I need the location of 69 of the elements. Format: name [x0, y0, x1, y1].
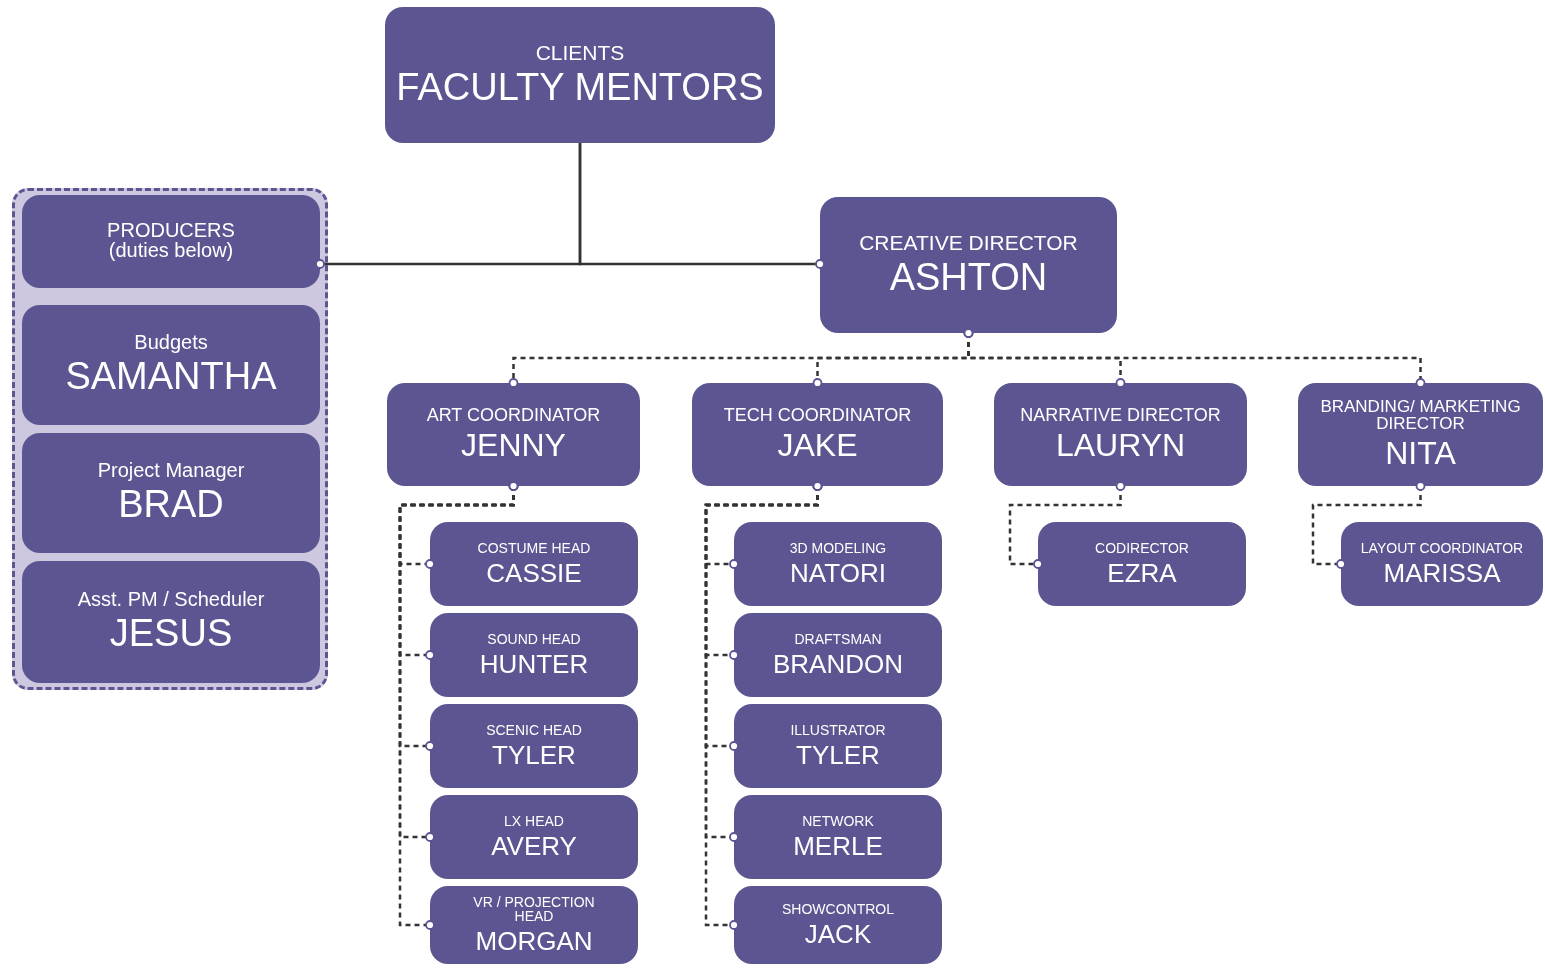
org-box	[430, 795, 638, 879]
connector-line	[1311, 481, 1426, 569]
org-box	[430, 886, 638, 964]
person-name: JACK	[804, 919, 872, 949]
role-title: NARRATIVE DIRECTOR	[1020, 405, 1221, 424]
role-title: LAYOUT COORDINATOR	[1360, 540, 1524, 555]
person-name: TYLER	[492, 740, 576, 770]
person-name: CASSIE	[486, 558, 582, 588]
person-name: NATORI	[790, 558, 886, 588]
person-name: NITA	[1385, 435, 1456, 472]
role-title: CLIENTS	[535, 41, 625, 63]
person-name: ASHTON	[889, 256, 1048, 299]
role-title: VR / PROJECTION HEAD	[472, 894, 596, 923]
role-title: SHOWCONTROL	[782, 901, 894, 916]
org-box	[385, 7, 775, 143]
role-title: CREATIVE DIRECTOR	[859, 231, 1078, 253]
person-name: MARISSA	[1383, 558, 1501, 588]
org-box	[430, 613, 638, 697]
person-name: FACULTY MENTORS	[396, 66, 764, 109]
dashed-group-frame	[12, 188, 328, 690]
org-box	[692, 383, 943, 486]
org-box	[430, 704, 638, 788]
role-title: LX HEAD	[504, 813, 564, 828]
org-box	[734, 795, 942, 879]
role-title: PRODUCERS (duties below)	[106, 219, 236, 260]
person-name: MORGAN	[475, 926, 593, 956]
role-title: NETWORK	[802, 813, 874, 828]
person-name: LAURYN	[1055, 427, 1186, 464]
role-title: DRAFTSMAN	[794, 631, 882, 646]
role-title: TECH COORDINATOR	[723, 405, 912, 424]
person-name: EZRA	[1107, 558, 1177, 588]
role-title: Budgets	[134, 332, 208, 353]
person-name: JENNY	[461, 427, 566, 464]
org-box	[1038, 522, 1246, 606]
role-title: Project Manager	[97, 460, 245, 481]
org-box	[734, 522, 942, 606]
role-title: ART COORDINATOR	[426, 405, 601, 424]
org-box	[387, 383, 640, 486]
connector-line	[1008, 481, 1126, 569]
person-name: SAMANTHA	[65, 356, 277, 398]
person-name: JESUS	[109, 613, 233, 655]
person-name: MERLE	[793, 831, 883, 861]
org-box	[22, 195, 320, 288]
org-box	[820, 197, 1117, 333]
role-title: COSTUME HEAD	[477, 540, 591, 555]
org-box	[22, 305, 320, 425]
org-box	[1341, 522, 1543, 606]
role-title: SCENIC HEAD	[486, 722, 582, 737]
role-title: BRANDING/ MARKETING DIRECTOR	[1319, 397, 1522, 432]
role-title: 3D MODELING	[789, 540, 887, 555]
person-name: BRAD	[118, 484, 224, 526]
connector-line	[578, 143, 825, 269]
org-box	[22, 561, 320, 683]
role-title: ILLUSTRATOR	[790, 722, 886, 737]
role-title: Asst. PM / Scheduler	[77, 589, 265, 610]
role-title: CODIRECTOR	[1095, 540, 1189, 555]
org-box	[734, 704, 942, 788]
person-name: BRANDON	[773, 649, 903, 679]
role-title: SOUND HEAD	[487, 631, 581, 646]
person-name: HUNTER	[479, 649, 589, 679]
org-box	[734, 886, 942, 964]
org-box	[22, 433, 320, 553]
org-box	[1298, 383, 1543, 486]
org-box	[994, 383, 1247, 486]
org-box	[430, 522, 638, 606]
org-box	[734, 613, 942, 697]
person-name: JAKE	[777, 427, 858, 464]
person-name: AVERY	[491, 831, 577, 861]
person-name: TYLER	[796, 740, 880, 770]
